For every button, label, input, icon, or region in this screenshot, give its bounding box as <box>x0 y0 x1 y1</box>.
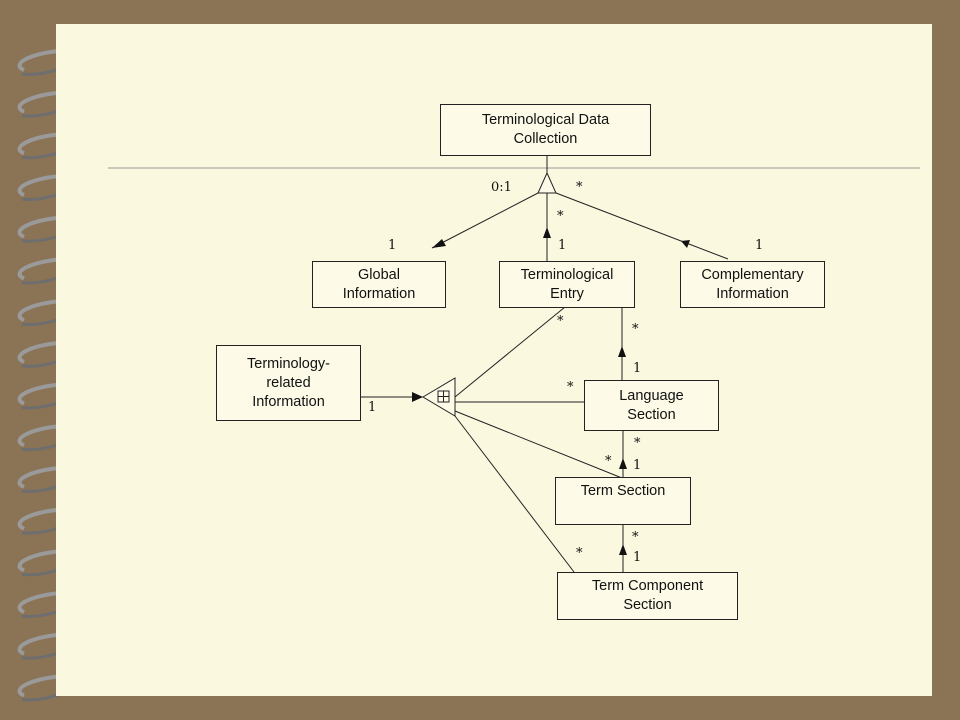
mult-term-to-ref: * <box>605 454 612 469</box>
mult-tdc-right: * <box>576 180 583 195</box>
arrowhead-term-comp <box>619 544 627 555</box>
link-entry-ref <box>454 306 566 398</box>
mult-tdc-down: * <box>557 209 564 224</box>
mult-lang-from-entry: 1 <box>633 361 642 376</box>
arrowhead-related <box>412 392 423 402</box>
box-complementary-information: Complementary Information <box>680 261 825 308</box>
mult-entry-end: 1 <box>558 238 567 253</box>
arrowhead-global <box>432 239 446 248</box>
mult-entry-to-lang: * <box>632 322 639 337</box>
arrowhead-lang-term <box>619 458 627 469</box>
link-comp-ref <box>454 415 575 573</box>
mult-term-to-comp: * <box>632 530 639 545</box>
mult-term-from-lang: 1 <box>633 458 642 473</box>
box-terminological-entry: Terminological Entry <box>499 261 635 308</box>
mult-comp-from-term: 1 <box>633 550 642 565</box>
box-terminological-data-collection: Terminological Data Collection <box>440 104 651 156</box>
box-terminology-related-information: Terminology- related Information <box>216 345 361 421</box>
mult-global-end: 1 <box>388 238 397 253</box>
mult-ref-from-tri: 1 <box>368 400 377 415</box>
mult-complementary-end: 1 <box>755 238 764 253</box>
box-term-section: Term Section <box>555 477 691 525</box>
arrowhead-entry <box>543 227 551 238</box>
mult-lang-to-term: * <box>634 436 641 451</box>
generalization-triangle <box>537 171 557 194</box>
arrowhead-complementary <box>681 240 690 248</box>
mult-entry-to-ref: * <box>557 314 564 329</box>
box-term-component-section: Term Component Section <box>557 572 738 620</box>
link-term-ref <box>454 410 623 479</box>
mult-tdc-left: 0:1 <box>491 180 512 195</box>
arrowhead-entry-lang <box>618 346 626 357</box>
box-global-information: Global Information <box>312 261 446 308</box>
box-language-section: Language Section <box>584 380 719 431</box>
mult-comp-to-ref: * <box>576 546 583 561</box>
link-tdc-global <box>431 192 539 249</box>
mult-lang-to-ref: * <box>567 380 574 395</box>
link-tdc-complementary <box>555 192 729 260</box>
